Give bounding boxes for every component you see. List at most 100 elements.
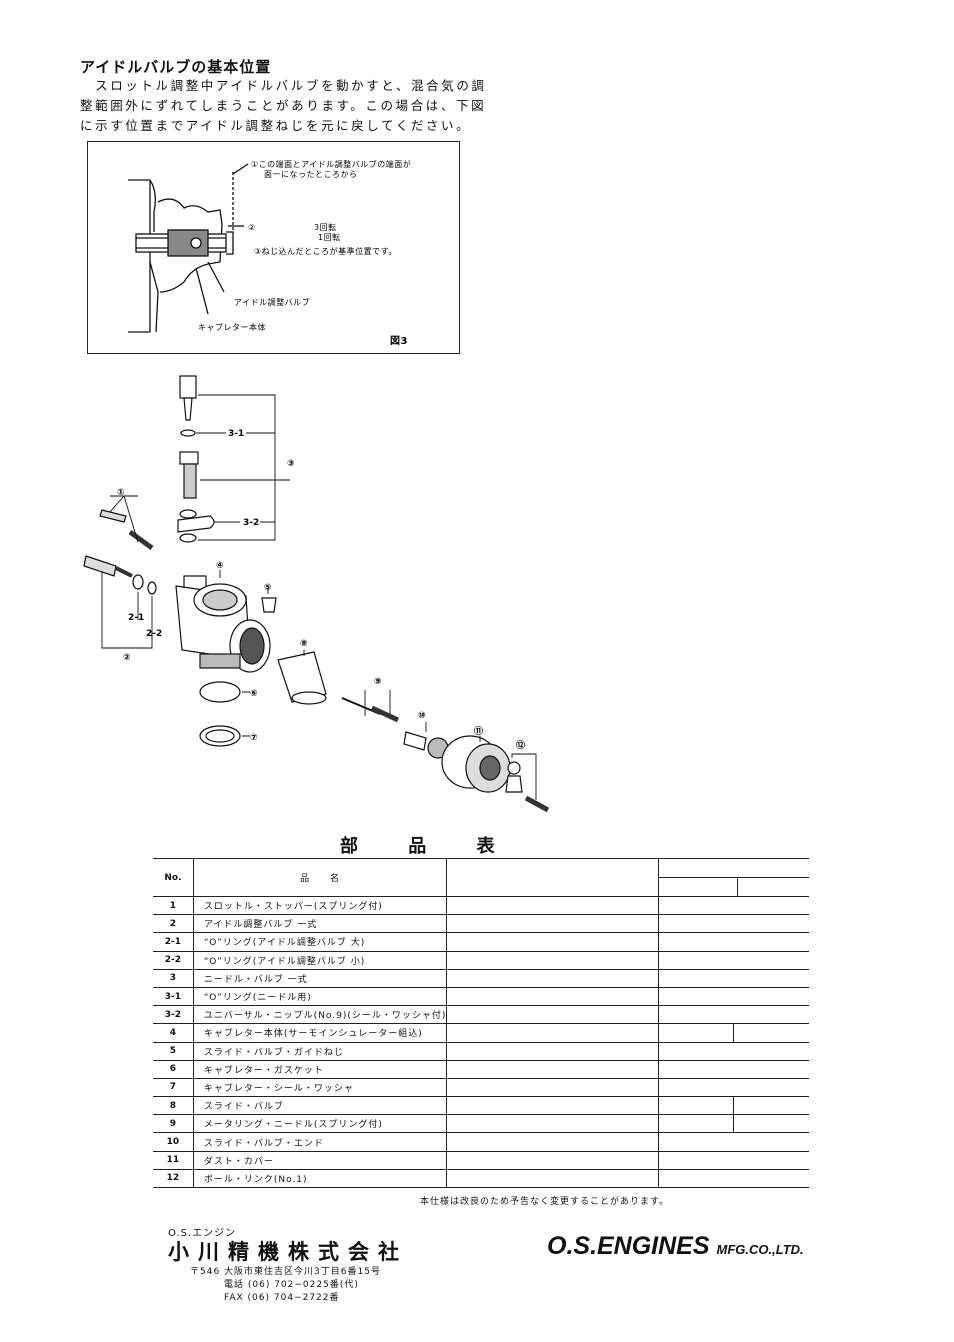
figure-3-turns-3: 3回転 xyxy=(314,223,337,232)
callout-3-1: 3-1 xyxy=(228,429,244,439)
logo-sub: MFG.CO.,LTD. xyxy=(716,1242,804,1257)
part-no: 7 xyxy=(153,1078,194,1098)
part-no: 1 xyxy=(153,896,194,916)
throttle-stopper xyxy=(99,509,127,523)
part-col-blank xyxy=(658,1042,734,1061)
spec-note: 本仕様は改良のため予告なく変更することがあります。 xyxy=(420,1197,670,1207)
idle-valve xyxy=(83,555,117,577)
o-ring-needle xyxy=(180,429,196,437)
table-row: 2-2“O”リング(アイドル調整バルブ 小) xyxy=(153,951,809,970)
part-name: メータリング・ニードル(スプリング付) xyxy=(193,1114,448,1134)
figure-3-turns-1: 1回転 xyxy=(318,233,341,242)
part-name: ダスト・カバー xyxy=(193,1151,448,1170)
part-col-blank xyxy=(658,1060,734,1079)
part-col-blank xyxy=(658,1132,734,1152)
washer-a xyxy=(179,509,197,519)
slide-valve xyxy=(277,651,327,703)
part-col-blank xyxy=(733,951,809,970)
figure-3-label-body: キャブレター本体 xyxy=(198,322,266,332)
exploded-view: ① ② 2-1 2-2 ③ 3-1 3-2 ④ ⑤ ⑥ ⑦ ⑧ ⑨ ⑩ ⑪ ⑫ xyxy=(80,370,560,830)
header-blank-2 xyxy=(658,858,809,897)
part-col-blank xyxy=(446,1169,659,1189)
callout-1: ① xyxy=(117,488,125,498)
figure-3-caption: 図3 xyxy=(390,335,408,347)
part-col-blank xyxy=(733,1078,809,1098)
carb-gasket xyxy=(199,681,241,703)
part-no: 3-2 xyxy=(153,1005,194,1025)
slide-valve-end xyxy=(403,731,427,751)
company-address-block: 〒546 大阪市東住吉区今川3丁目6番15号 電話 (06) 702−0225番… xyxy=(190,1266,381,1305)
part-col-blank xyxy=(446,914,659,934)
part-col-blank xyxy=(658,951,734,970)
callout-6: ⑥ xyxy=(250,689,258,699)
figure-3-note-1b: 面一になったところから xyxy=(264,170,358,179)
part-col-blank xyxy=(658,1114,735,1134)
part-col-blank xyxy=(446,896,659,916)
figure-3-label-valve: アイドル調整バルブ xyxy=(234,297,310,307)
company-fax: FAX (06) 704−2722番 xyxy=(224,1293,340,1303)
part-col-blank xyxy=(446,951,659,970)
part-col-blank xyxy=(733,1114,809,1134)
washer-b xyxy=(179,533,197,543)
company-tel: 電話 (06) 702−0225番(代) xyxy=(224,1280,359,1290)
part-col-blank xyxy=(733,914,809,934)
callout-9: ⑨ xyxy=(374,677,382,687)
company-address: 〒546 大阪市東住吉区今川3丁目6番15号 xyxy=(190,1267,381,1277)
part-no: 10 xyxy=(153,1132,194,1152)
company-name: 小川精機株式会社 xyxy=(168,1240,408,1264)
callout-7: ⑦ xyxy=(250,733,258,743)
part-name: “O”リング(アイドル調整バルブ 小) xyxy=(193,951,448,970)
header-no: No. xyxy=(153,858,194,897)
figure-3-note-3: ③ねじ込んだところが基準位置です。 xyxy=(254,246,397,256)
section-text-line: スロットル調整中アイドルバルブを動かすと、混合気の調 xyxy=(80,78,487,93)
part-no: 6 xyxy=(153,1060,194,1079)
part-no: 11 xyxy=(153,1151,194,1170)
callout-3-2: 3-2 xyxy=(243,518,259,528)
part-col-blank xyxy=(658,1096,735,1116)
part-name: スライド・バルブ・エンド xyxy=(193,1132,448,1152)
part-no: 9 xyxy=(153,1114,194,1134)
header-name: 品 名 xyxy=(193,858,448,897)
callout-4: ④ xyxy=(216,561,224,571)
part-col-blank xyxy=(446,987,659,1007)
part-name: アイドル調整バルブ 一式 xyxy=(193,914,448,934)
part-name: ボール・リンク(No.1) xyxy=(193,1169,448,1189)
callout-5: ⑤ xyxy=(264,583,272,593)
exploded-view-drawing: ① ② 2-1 2-2 ③ 3-1 3-2 ④ ⑤ ⑥ ⑦ ⑧ ⑨ ⑩ ⑪ ⑫ xyxy=(83,375,550,813)
figure-3-drawing: ①この端面とアイドル調整バルブの端面が 面一になったところから ② 3回転 1回… xyxy=(128,159,411,347)
part-col-blank xyxy=(733,1169,809,1189)
part-col-blank xyxy=(658,987,734,1007)
part-col-blank xyxy=(446,932,659,952)
callout-10: ⑩ xyxy=(418,711,426,721)
part-no: 4 xyxy=(153,1023,194,1043)
os-engines-logo: O.S.ENGINES MFG.CO.,LTD. xyxy=(547,1232,804,1261)
part-col-blank xyxy=(446,1005,659,1025)
section-text-line: に示す位置までアイドル調整ねじを元に戻してください。 xyxy=(80,118,472,133)
table-row: 3-1“O”リング(ニードル用) xyxy=(153,987,809,1007)
callout-12: ⑫ xyxy=(516,739,525,751)
part-col-blank xyxy=(733,1023,809,1043)
part-name: スライド・バルブ・ガイドねじ xyxy=(193,1042,448,1061)
part-col-blank xyxy=(733,1151,809,1170)
ball-link-screw xyxy=(524,795,550,813)
callout-2-1: 2-1 xyxy=(128,613,144,623)
o-ring-idle-small xyxy=(147,581,157,595)
part-name: “O”リング(アイドル調整バルブ 大) xyxy=(193,932,448,952)
brand-small: O.S.エンジン xyxy=(168,1228,237,1239)
part-col-blank xyxy=(446,1096,659,1116)
figure-3: ①この端面とアイドル調整バルブの端面が 面一になったところから ② 3回転 1回… xyxy=(87,141,460,354)
parts-table-title: 部 品 表 xyxy=(340,836,517,857)
carb-thread xyxy=(199,653,241,669)
part-col-blank xyxy=(446,1132,659,1152)
part-col-blank xyxy=(446,1023,659,1043)
guide-screw xyxy=(261,597,277,613)
